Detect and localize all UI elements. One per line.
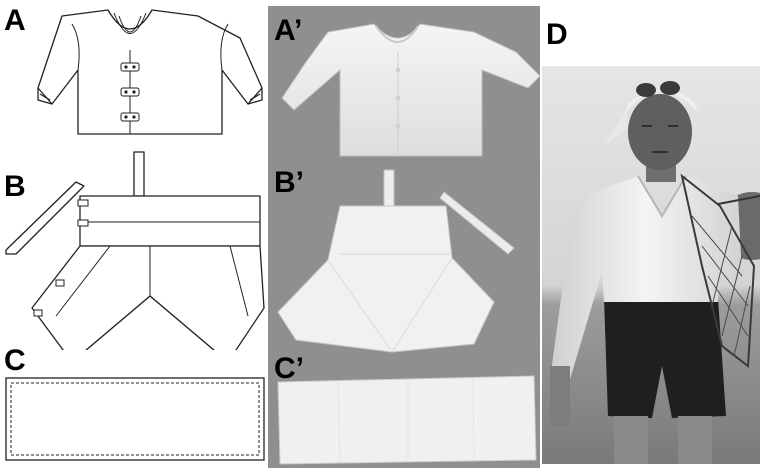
jacket-drawing [37, 9, 263, 135]
trousers-drawing [5, 151, 265, 350]
diver-photo-image [542, 66, 760, 464]
label-a: A [4, 4, 26, 37]
label-b-prime: B’ [274, 166, 304, 199]
jacket-photo [281, 23, 540, 157]
photos-column: A’ B’ C’ [268, 6, 540, 468]
band-drawing [5, 377, 265, 461]
label-d: D [546, 18, 568, 51]
label-c-prime: C’ [274, 352, 304, 385]
drawings-column: A B [0, 0, 268, 468]
band-photo [277, 375, 537, 465]
label-a-prime: A’ [274, 14, 303, 47]
label-c: C [4, 344, 26, 377]
trousers-photo [277, 169, 515, 353]
label-b: B [4, 170, 26, 203]
diver-photo [542, 66, 760, 464]
